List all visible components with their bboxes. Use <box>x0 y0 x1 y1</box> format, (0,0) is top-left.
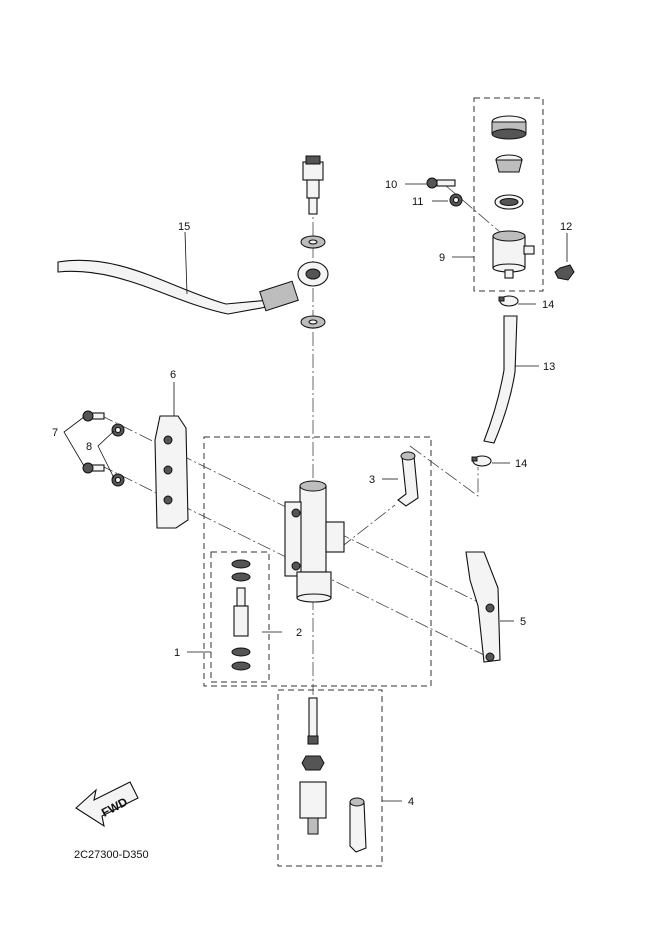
callout-4: 4 <box>408 796 414 808</box>
push-rod-group-box <box>277 689 383 867</box>
washer-8-upper <box>111 423 125 437</box>
bracket-5 <box>465 551 501 663</box>
leader-8 <box>97 430 115 479</box>
reservoir-tank <box>492 230 535 279</box>
callout-13: 13 <box>543 361 555 373</box>
hose-fitting <box>259 280 299 312</box>
bolt-7-upper <box>82 410 105 422</box>
master-cylinder-group-box <box>203 436 432 687</box>
leader-15 <box>184 231 188 295</box>
washer-8-lower <box>111 473 125 487</box>
hose-joint-link-line <box>409 445 479 497</box>
master-cylinder-body <box>284 480 345 603</box>
banjo-hole <box>305 268 321 280</box>
callout-5: 5 <box>520 616 526 628</box>
clamp-14-lower <box>471 455 492 467</box>
callout-8: 8 <box>86 441 92 453</box>
copper-washer-lower <box>300 315 326 329</box>
reservoir-group-box <box>473 97 544 292</box>
callout-14-lower: 14 <box>515 458 527 470</box>
callout-15: 15 <box>178 221 190 233</box>
clamp-14-upper <box>498 295 519 307</box>
bracket-hole-lower <box>485 652 495 662</box>
hose-joint-3 <box>397 455 419 507</box>
piston-kit-group-box <box>210 551 270 683</box>
nut-12 <box>554 264 575 281</box>
callout-1: 1 <box>174 647 180 659</box>
callout-11: 11 <box>412 196 423 208</box>
fwd-arrow: FWD <box>75 781 139 828</box>
bolt-7-lower <box>82 462 105 474</box>
callout-14-upper: 14 <box>542 299 554 311</box>
bolt-10 <box>426 177 456 189</box>
callout-2: 2 <box>296 627 302 639</box>
reservoir-axis-line <box>444 184 501 233</box>
cap-plate <box>495 154 523 173</box>
callout-6: 6 <box>170 369 176 381</box>
hose-joint-top <box>400 451 416 461</box>
diaphragm <box>494 194 524 210</box>
guard-hole-lower <box>163 495 173 505</box>
callout-3: 3 <box>369 474 375 486</box>
leader-7 <box>63 416 85 467</box>
copper-washer-upper <box>300 235 326 249</box>
callout-12: 12 <box>560 221 572 233</box>
piston-kit-2 <box>231 559 251 671</box>
guard-hole-upper <box>163 435 173 445</box>
brake-hose-15 <box>57 259 273 315</box>
guard-hole-mid <box>163 465 173 475</box>
reservoir-hose-13 <box>483 315 518 444</box>
callout-9: 9 <box>439 252 445 264</box>
diagram-code: 2C27300-D350 <box>74 849 149 861</box>
push-rod-4 <box>299 697 367 853</box>
callout-10: 10 <box>385 179 397 191</box>
hose-joint-axis-line <box>339 504 396 549</box>
reservoir-cap <box>491 115 527 140</box>
bracket-hole-upper <box>485 603 495 613</box>
washer-nut-11 <box>449 193 463 207</box>
callout-7: 7 <box>52 427 58 439</box>
brake-switch <box>302 155 324 215</box>
